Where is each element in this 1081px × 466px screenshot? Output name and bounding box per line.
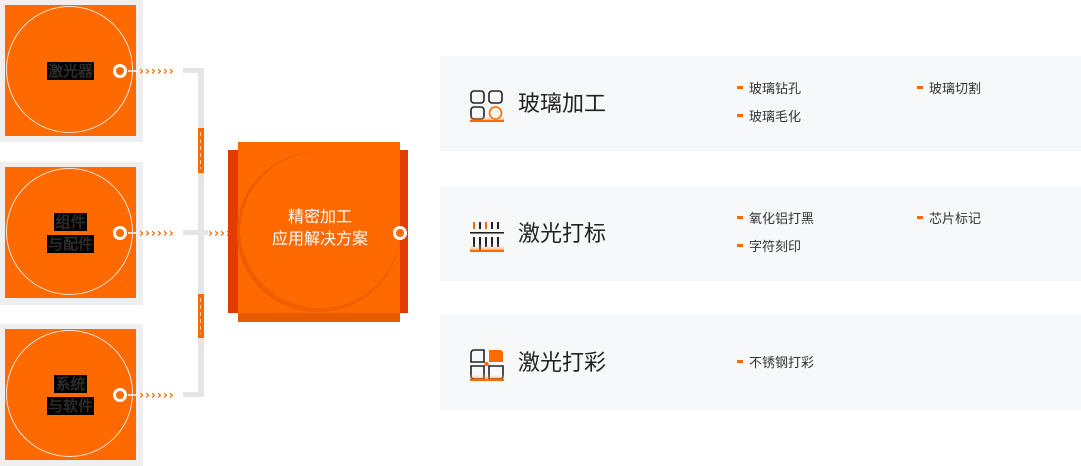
hub-output-dot-icon (393, 226, 407, 240)
chevron-right-icon: › (168, 64, 174, 78)
category-card-glass[interactable]: 玻璃加工 玻璃钻孔 玻璃毛化 玻璃切割 (440, 56, 1081, 151)
category-title: 玻璃加工 (518, 92, 607, 117)
category-item-label: 字符刻印 (749, 240, 802, 255)
bullet-dash-icon (737, 86, 743, 89)
bullet-dash-icon (917, 86, 923, 89)
source-label-line: 与配件 (46, 234, 94, 253)
bullet-dash-icon (737, 360, 743, 363)
chevron-right-icon: › (168, 388, 174, 402)
bullet-dash-icon (737, 244, 743, 247)
category-item[interactable]: 字符刻印 (737, 239, 801, 257)
grid-glass-icon (470, 90, 504, 122)
source-node-systems[interactable]: 系统 与软件 (0, 324, 143, 466)
chevron-right-icon: › (156, 388, 162, 402)
chevron-right-icon: › (144, 226, 150, 240)
bullet-dash-icon (917, 216, 923, 219)
category-title: 激光打彩 (518, 351, 607, 376)
chevron-right-icon: › (150, 226, 156, 240)
hub-label-line1: 精密加工 (287, 207, 352, 226)
hub-circle (240, 152, 400, 312)
source-circle (6, 168, 133, 295)
category-item-label: 不锈钢打彩 (749, 356, 815, 371)
bus-line-mid-left (183, 230, 204, 235)
category-card-marking[interactable]: 激光打标 氧化铝打黑 字符刻印 芯片标记 (440, 186, 1081, 281)
color-blocks-icon (470, 349, 504, 381)
chevron-right-icon: › (219, 226, 225, 240)
chevron-right-icon: › (208, 226, 213, 240)
source-label-line: 系统 (54, 374, 87, 393)
bus-line-bottom (183, 392, 204, 397)
chevron-right-icon: › (168, 226, 174, 240)
category-item[interactable]: 氧化铝打黑 (737, 211, 814, 229)
source-square: 系统 与软件 (5, 329, 136, 460)
connector-dot-icon (113, 388, 127, 402)
source-label: 激光器 (5, 60, 136, 82)
hub-label: 精密加工 应用解决方案 (240, 206, 400, 250)
chevron-right-icon: › (162, 64, 168, 78)
source-label: 系统 与软件 (5, 373, 136, 417)
connector-dash (128, 394, 136, 396)
bus-line-vertical (198, 68, 204, 397)
connector-dot-icon (113, 64, 127, 78)
source-label-line: 与软件 (46, 396, 94, 415)
connector-dot-icon (113, 226, 127, 240)
arrow-connector-2: › › › › › › (128, 226, 175, 240)
category-card-coloring[interactable]: 激光打彩 不锈钢打彩 (440, 315, 1081, 410)
chevron-right-icon: › (139, 388, 144, 402)
source-node-components[interactable]: 组件 与配件 (0, 162, 143, 305)
hub-front-shadow (238, 313, 400, 322)
chevron-right-icon: › (139, 226, 144, 240)
category-item[interactable]: 玻璃切割 (917, 81, 981, 99)
hub-label-line2: 应用解决方案 (271, 229, 368, 248)
source-square: 组件 与配件 (5, 167, 136, 298)
chevron-right-icon: › (213, 226, 219, 240)
source-label-line: 激光器 (46, 61, 94, 80)
chevron-right-icon: › (156, 226, 162, 240)
chevron-right-icon: › (139, 64, 144, 78)
bullet-dash-icon (737, 114, 743, 117)
bus-highlight-lower (198, 294, 204, 338)
bullet-dash-icon (737, 216, 743, 219)
barcode-ruler-icon (470, 220, 504, 252)
category-item-label: 玻璃切割 (929, 82, 982, 97)
chevron-right-icon: › (162, 226, 168, 240)
chevron-right-icon: › (150, 388, 156, 402)
connector-dash (128, 70, 136, 72)
category-item[interactable]: 芯片标记 (917, 211, 981, 229)
source-circle (6, 330, 133, 457)
category-item-label: 玻璃钻孔 (749, 82, 802, 97)
arrow-connector-1: › › › › › › (128, 64, 175, 78)
category-item-label: 芯片标记 (929, 212, 982, 227)
bus-line-top (183, 68, 204, 73)
category-item-label: 氧化铝打黑 (749, 212, 815, 227)
bus-highlight-upper (198, 128, 204, 173)
connector-dash (128, 232, 136, 234)
bus-line-mid-right (204, 230, 208, 235)
source-circle (6, 6, 133, 133)
category-item-label: 玻璃毛化 (749, 110, 802, 125)
chevron-right-icon: › (144, 64, 150, 78)
source-label: 组件 与配件 (5, 211, 136, 255)
chevron-right-icon: › (150, 64, 156, 78)
category-item[interactable]: 不锈钢打彩 (737, 355, 814, 373)
category-item[interactable]: 玻璃钻孔 (737, 81, 801, 99)
source-label-line: 组件 (54, 212, 87, 231)
arrow-connector-3: › › › › › › (128, 388, 175, 402)
chevron-right-icon: › (144, 388, 150, 402)
category-item[interactable]: 玻璃毛化 (737, 109, 801, 127)
category-title: 激光打标 (518, 222, 607, 247)
chevron-right-icon: › (162, 388, 168, 402)
chevron-right-icon: › (156, 64, 162, 78)
